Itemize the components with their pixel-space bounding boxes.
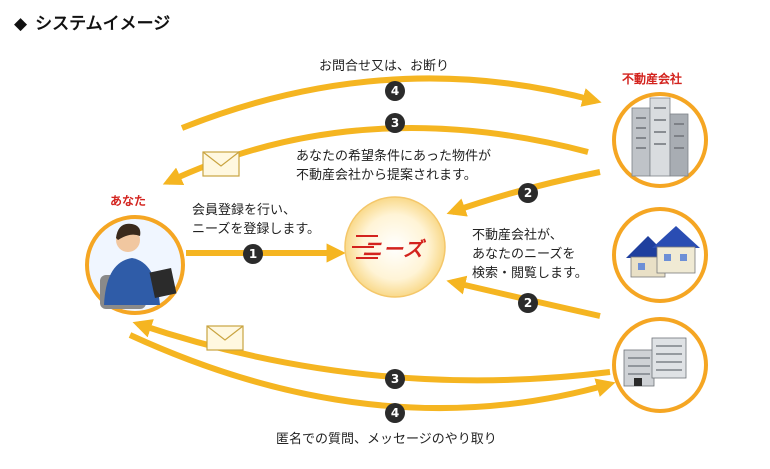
step-3-badge: 3 bbox=[385, 113, 405, 133]
diamond-marker-icon: ◆ bbox=[14, 14, 28, 34]
arrow-step3-bottom bbox=[132, 319, 611, 384]
mail-icon bbox=[202, 151, 240, 177]
you-label: あなた bbox=[110, 194, 147, 208]
browse-caption-line-2: あなたのニーズを bbox=[472, 247, 576, 262]
step-3-badge: 3 bbox=[385, 369, 405, 389]
register-caption-line-1: 会員登録を行い、 bbox=[192, 203, 297, 218]
register-caption-line-2: ニーズを登録します。 bbox=[192, 222, 321, 237]
arrow-step4-top bbox=[180, 75, 602, 131]
proposal-caption-line-2: 不動産会社から提案されます。 bbox=[296, 168, 477, 183]
inquiry-caption: お問合せ又は、お断り bbox=[319, 59, 450, 74]
step-4-badge: 4 bbox=[385, 81, 405, 101]
office-buildings-icon bbox=[612, 92, 708, 188]
arrow-step4-bottom bbox=[128, 332, 616, 412]
step-1-badge: 1 bbox=[243, 244, 263, 264]
you-avatar bbox=[85, 215, 185, 315]
proposal-caption-line-1: あなたの希望条件にあった物件が bbox=[296, 149, 492, 164]
browse-caption-line-1: 不動産会社が、 bbox=[472, 228, 563, 243]
step-4-badge: 4 bbox=[385, 403, 405, 423]
houses-icon bbox=[612, 207, 708, 303]
mail-icon bbox=[206, 325, 244, 351]
anonymous-caption: 匿名での質問、メッセージのやり取り bbox=[276, 432, 497, 447]
browse-caption-line-3: 検索・閲覧します。 bbox=[472, 266, 588, 281]
needs-logo-text: ニーズ bbox=[362, 237, 424, 261]
page-title: ◆ システムイメージ bbox=[14, 9, 170, 34]
needs-logo bbox=[344, 196, 446, 298]
company-label: 不動産会社 bbox=[622, 72, 683, 86]
step-2-badge: 2 bbox=[518, 183, 538, 203]
title-text: システムイメージ bbox=[35, 14, 171, 34]
step-2-badge: 2 bbox=[518, 293, 538, 313]
apartment-buildings-icon bbox=[612, 317, 708, 413]
